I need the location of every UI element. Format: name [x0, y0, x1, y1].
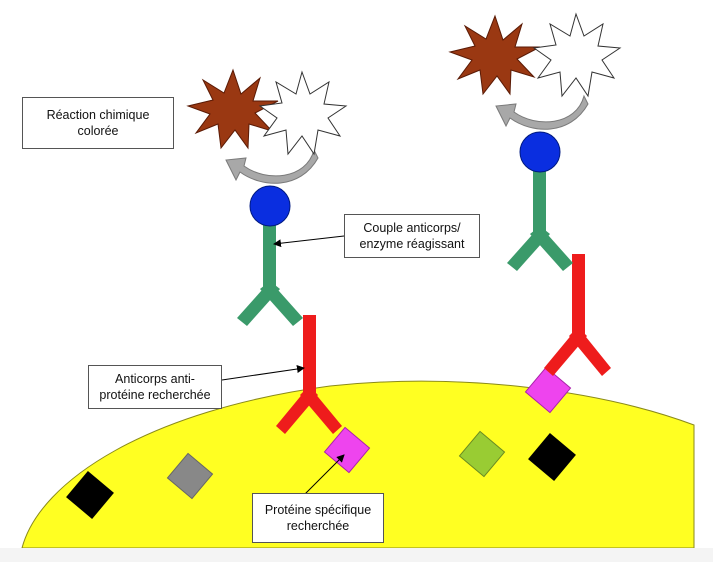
enzyme-left: [249, 185, 291, 227]
label-anticorps-line1: Anticorps anti-: [115, 372, 195, 386]
enzyme-right: [519, 131, 561, 173]
label-anticorps-line2: protéine recherchée: [99, 388, 211, 402]
protein-black-left: [66, 471, 114, 519]
pointer-proteine: [304, 454, 345, 495]
protein-black-right: [528, 433, 576, 481]
pointer-couple: [273, 235, 345, 248]
solid-support: [21, 380, 695, 548]
primary-antibody-left: [276, 315, 342, 434]
protein-gray: [166, 452, 214, 500]
label-reaction-line2: colorée: [77, 124, 119, 138]
substrate-star-left: [258, 70, 348, 156]
reaction-arrow-right: [495, 94, 589, 130]
target-protein-right: [524, 366, 572, 414]
label-couple-line2: enzyme réagissant: [359, 237, 465, 251]
diagram-canvas: [21, 12, 695, 548]
reaction-arrow-left: [225, 148, 319, 184]
label-reaction-chimique: Réaction chimique colorée: [22, 97, 174, 149]
label-reaction-line1: Réaction chimique: [46, 108, 150, 122]
colored-product-star-left: [186, 68, 279, 150]
protein-green: [458, 430, 506, 478]
label-proteine-line2: recherchée: [286, 519, 350, 533]
primary-antibody-right: [544, 254, 611, 376]
label-anticorps-anti-proteine: Anticorps anti- protéine recherchée: [88, 365, 222, 409]
substrate-star-right: [532, 12, 622, 98]
label-couple-line1: Couple anticorps/: [363, 221, 461, 235]
pointer-anticorps: [221, 365, 305, 381]
bottom-strip: [0, 548, 713, 562]
colored-product-star-right: [448, 14, 541, 96]
label-proteine-specifique: Protéine spécifique recherchée: [252, 493, 384, 543]
secondary-antibody-left: [237, 222, 303, 326]
label-couple-anticorps-enzyme: Couple anticorps/ enzyme réagissant: [344, 214, 480, 258]
label-proteine-line1: Protéine spécifique: [264, 503, 372, 517]
secondary-antibody-right: [507, 168, 573, 271]
